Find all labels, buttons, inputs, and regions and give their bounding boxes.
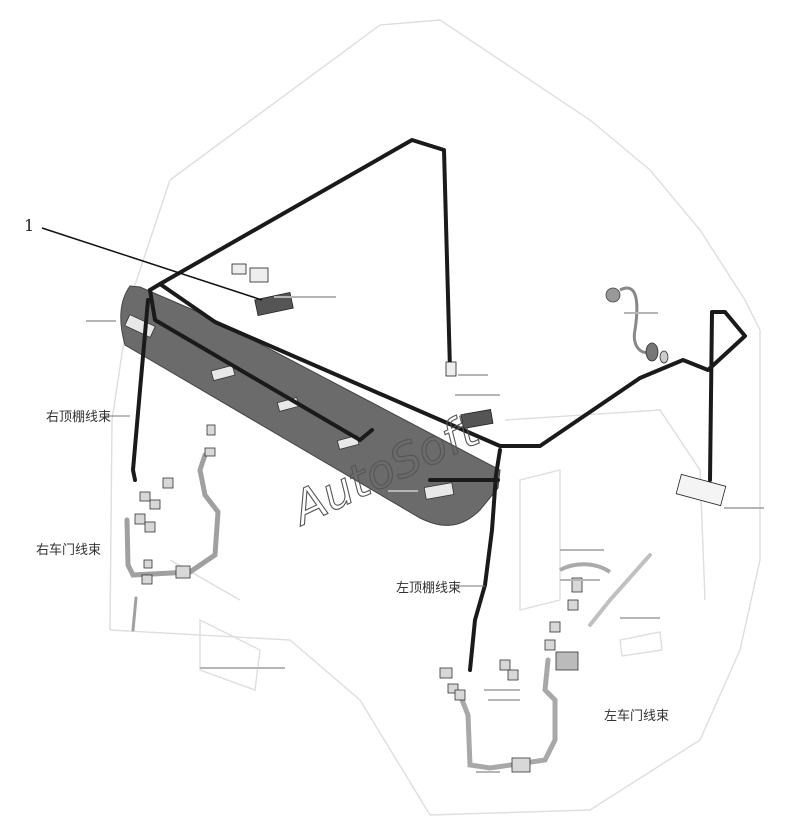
connector-icon <box>507 669 519 681</box>
label-right-door-harness: 右车门线束 <box>36 542 101 558</box>
top-connectors <box>231 263 727 507</box>
roof-panel <box>120 285 501 526</box>
callout-leader <box>41 227 263 301</box>
lamp-icon <box>210 364 236 382</box>
connector-icon <box>175 565 191 579</box>
right-door-harness <box>124 452 221 632</box>
connector-icon <box>549 621 561 633</box>
connector-icon <box>249 267 269 283</box>
left-door-harness <box>459 553 652 771</box>
lamp-icon <box>423 482 455 500</box>
right-door-connectors <box>134 424 216 585</box>
rear-lamp-assembly <box>605 286 669 364</box>
roof-lamps <box>124 314 455 500</box>
connector-icon <box>439 667 453 679</box>
connector-icon <box>139 491 151 502</box>
connector-icon <box>571 577 583 593</box>
plug-icon <box>605 287 621 303</box>
connector-icon <box>141 574 153 585</box>
connector-icon <box>231 263 247 275</box>
connector-icon <box>511 757 531 773</box>
connector-icon <box>143 559 153 569</box>
lamp-icon <box>124 314 156 338</box>
connector-icon <box>134 513 146 525</box>
connector-icon <box>254 291 294 317</box>
callout-number: 1 <box>24 216 34 235</box>
part-caption-marks <box>86 296 764 773</box>
label-left-roof-harness: 左顶棚线束 <box>396 581 461 596</box>
connector-icon <box>447 683 459 694</box>
windshield-arc <box>559 562 612 574</box>
label-left-door-harness: 左车门线束 <box>604 708 669 724</box>
harness-lines <box>131 138 747 672</box>
connector-icon <box>445 361 457 377</box>
connector-icon <box>144 521 156 533</box>
connector-icon <box>544 639 556 651</box>
connector-icon <box>454 689 466 701</box>
connector-icon <box>460 409 494 429</box>
connector-icon <box>499 659 511 671</box>
connector-icon <box>675 473 727 507</box>
connector-icon <box>204 447 216 457</box>
connector-icon <box>555 651 579 671</box>
label-right-roof-harness: 右顶棚线束 <box>46 410 111 425</box>
connector-icon <box>206 424 216 436</box>
connector-icon <box>162 477 174 489</box>
left-door-connectors <box>439 577 583 773</box>
connector-icon <box>567 599 579 611</box>
connector-icon <box>149 499 161 510</box>
